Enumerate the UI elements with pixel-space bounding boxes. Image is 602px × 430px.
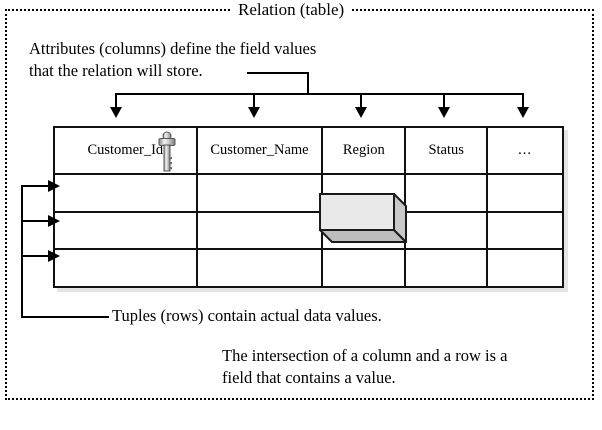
attributes-connector-bus (115, 93, 524, 95)
column-arrow-stem-2 (253, 95, 255, 109)
table-row[interactable] (53, 173, 564, 213)
column-header-label: ... (518, 142, 532, 158)
table-cell[interactable] (404, 210, 489, 251)
tuples-annotation: Tuples (rows) contain actual data values… (112, 306, 382, 325)
row-arrow-stem-2 (21, 220, 51, 222)
table-cell[interactable] (53, 210, 198, 251)
table-cell[interactable] (404, 173, 489, 213)
column-arrow-head-1 (110, 107, 122, 118)
field-annotation: The intersection of a column and a row i… (222, 345, 507, 389)
field-highlight-3d-box (318, 192, 408, 244)
field-annotation-line1: The intersection of a column and a row i… (222, 346, 508, 365)
field-annotation-line2: field that contains a value. (222, 368, 396, 387)
table-cell[interactable] (53, 248, 198, 288)
row-arrow-head-1 (48, 180, 60, 192)
column-header-customer-name[interactable]: Customer_Name (195, 126, 324, 175)
table-cell[interactable] (195, 248, 324, 288)
row-arrow-head-2 (48, 215, 60, 227)
table-cell[interactable] (195, 210, 324, 251)
column-header-label: Region (342, 142, 385, 158)
table-header-row: Customer_Id (53, 126, 564, 175)
row-arrow-stem-3 (21, 255, 51, 257)
column-header-status[interactable]: Status (404, 126, 489, 175)
primary-key-icon (156, 131, 178, 173)
column-arrow-head-4 (438, 107, 450, 118)
attributes-annotation-line1: Attributes (columns) define the field va… (29, 39, 317, 58)
attributes-connector-horizontal (247, 72, 309, 74)
column-header-region[interactable]: Region (321, 126, 407, 175)
column-arrow-head-2 (248, 107, 260, 118)
attributes-annotation-line2: that the relation will store. (29, 61, 203, 80)
relation-title: Relation (table) (231, 0, 352, 19)
table-row[interactable] (53, 248, 564, 288)
column-header-more[interactable]: ... (486, 126, 564, 175)
attributes-connector-vertical (307, 72, 309, 95)
table-row[interactable] (53, 210, 564, 251)
column-arrow-head-3 (355, 107, 367, 118)
column-header-label: Customer_Name (210, 142, 309, 158)
column-arrow-stem-1 (115, 95, 117, 109)
table-cell[interactable] (486, 248, 564, 288)
tuples-connector-vertical (21, 186, 23, 318)
column-arrow-stem-3 (360, 95, 362, 109)
row-arrow-head-3 (48, 250, 60, 262)
column-arrow-head-5 (517, 107, 529, 118)
column-header-label: Customer_Id (87, 142, 164, 158)
table-cell[interactable] (486, 173, 564, 213)
column-arrow-stem-4 (443, 95, 445, 109)
column-header-customer-id[interactable]: Customer_Id (53, 126, 198, 175)
row-arrow-stem-1 (21, 185, 51, 187)
relation-table: Customer_Id (53, 126, 564, 288)
table-cell[interactable] (486, 210, 564, 251)
attributes-annotation: Attributes (columns) define the field va… (29, 38, 316, 82)
table-cell[interactable] (53, 173, 198, 213)
table-cell[interactable] (195, 173, 324, 213)
column-header-label: Status (428, 142, 464, 158)
tuples-connector-horizontal (21, 316, 109, 318)
table-cell[interactable] (404, 248, 489, 288)
column-arrow-stem-5 (522, 95, 524, 109)
table-cell[interactable] (321, 248, 407, 288)
